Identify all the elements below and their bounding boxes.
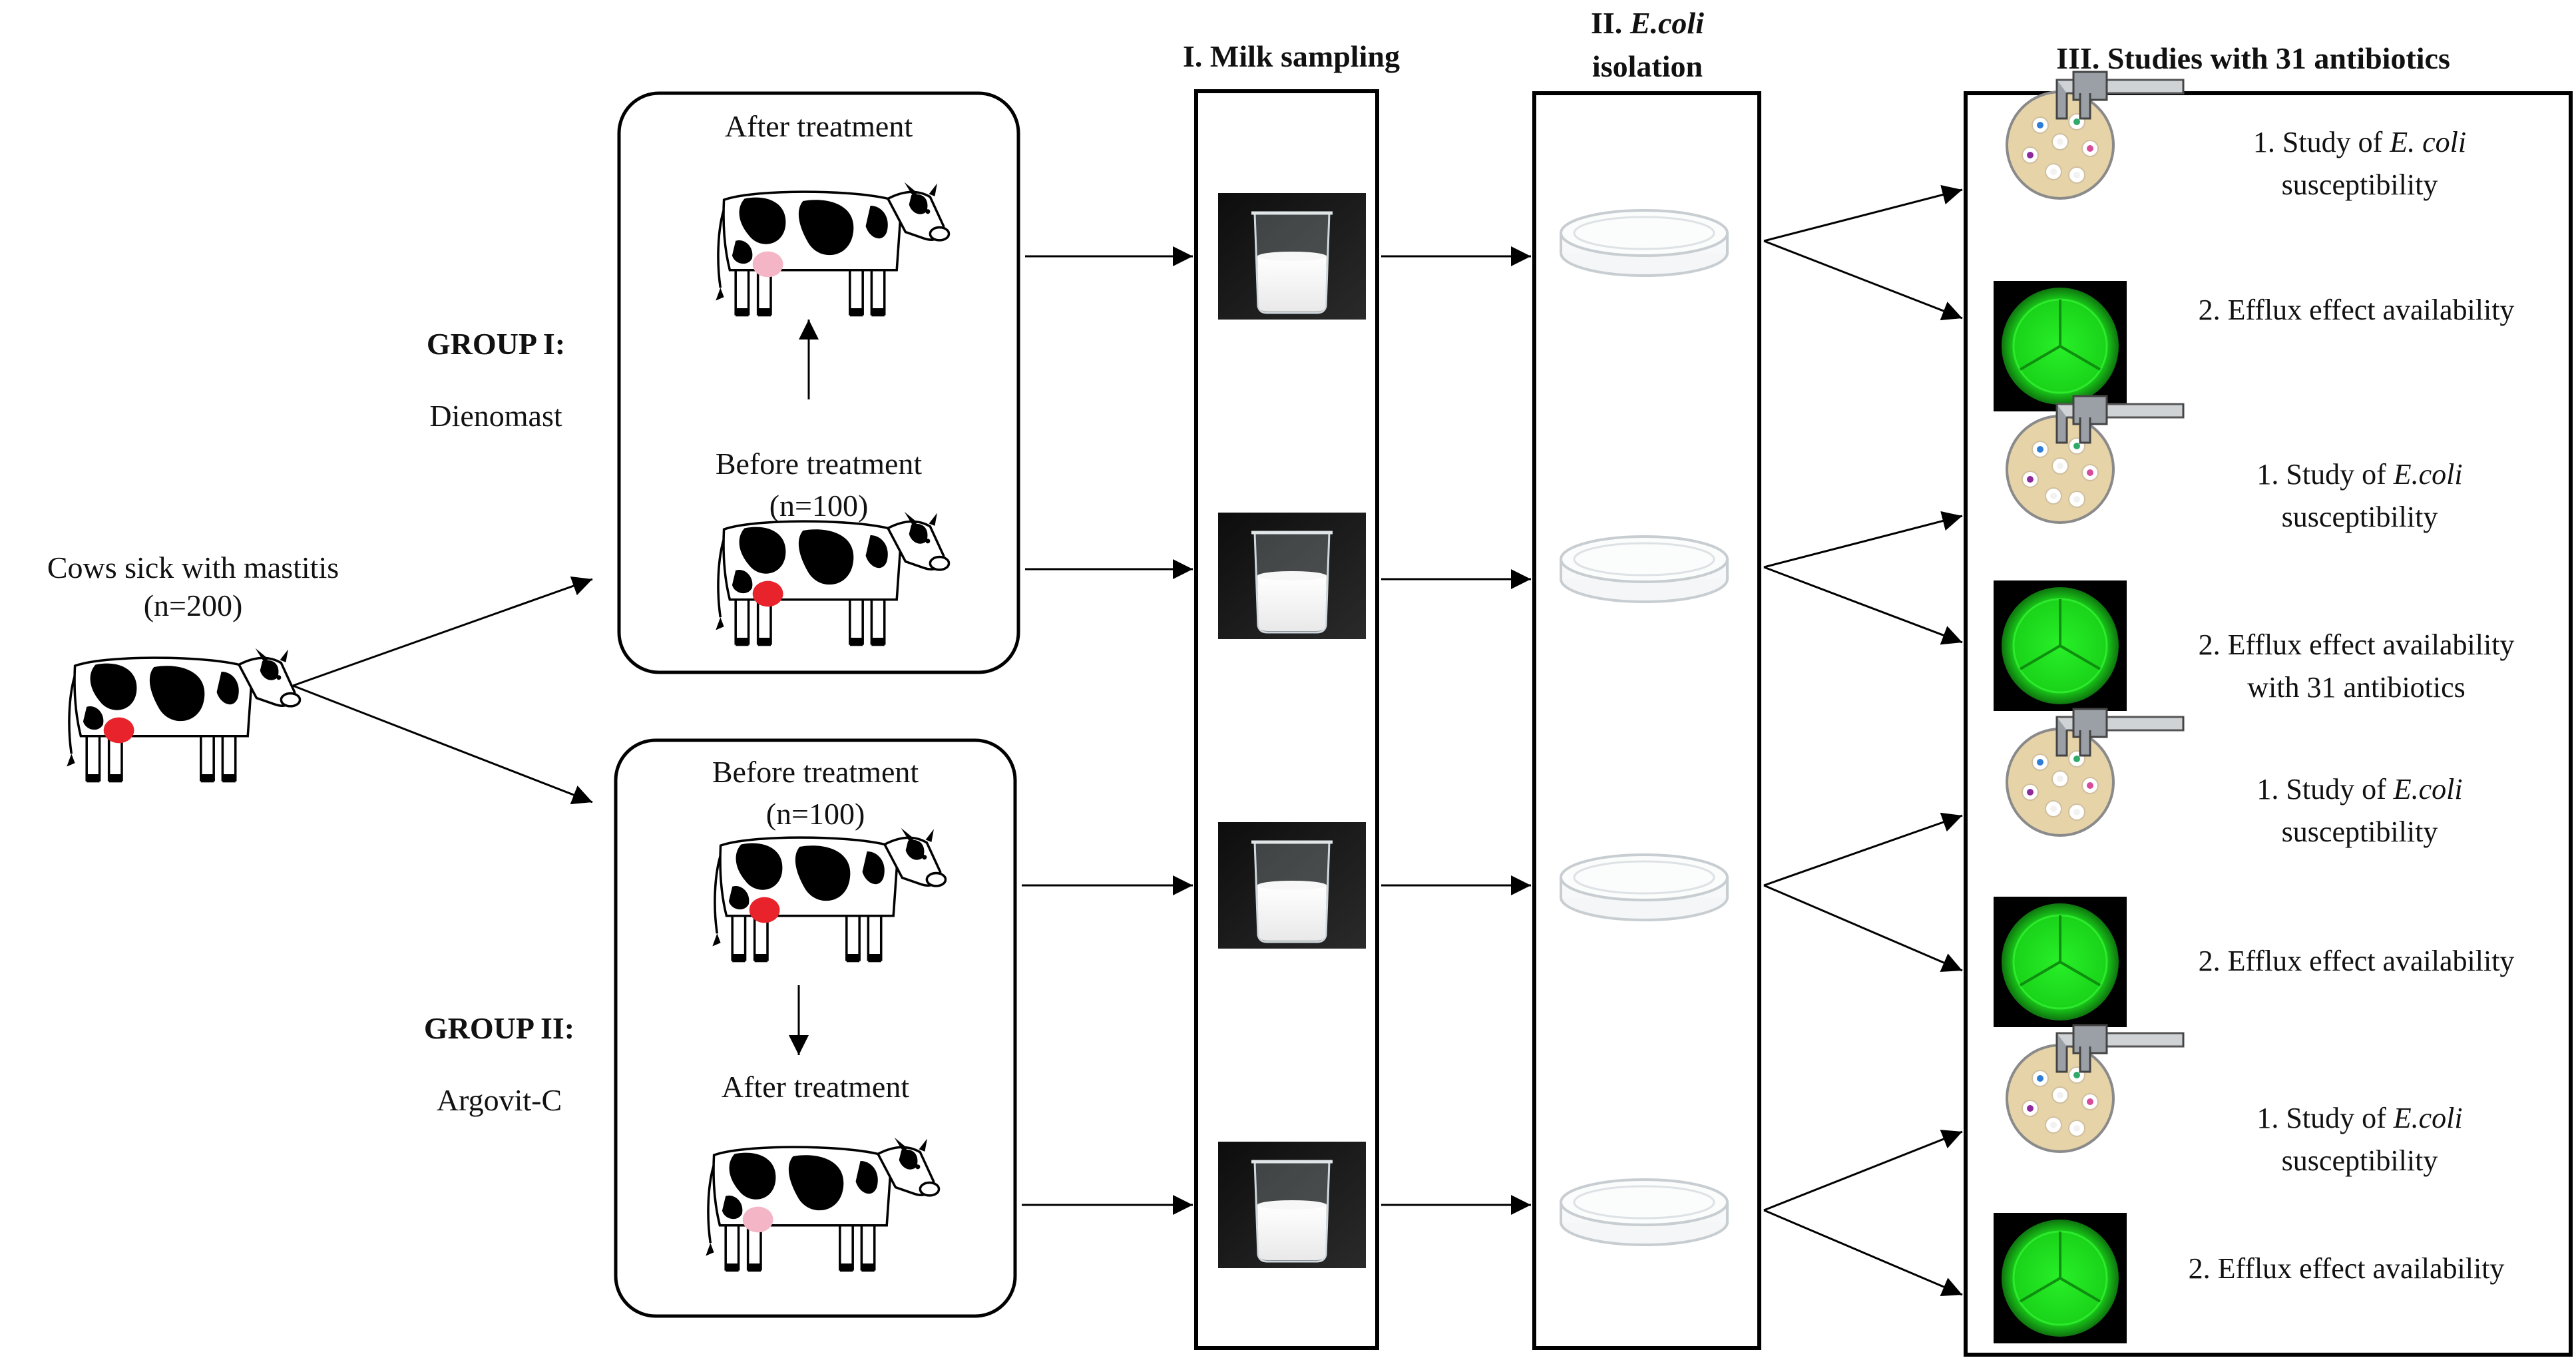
efflux-fluorescence-photo [1994, 580, 2127, 711]
susceptibility-suffix: susceptibility [2282, 1144, 2438, 1177]
efflux-label: 2. Efflux effect availability [2189, 1252, 2505, 1285]
group-2-top-label: Before treatment [712, 755, 919, 789]
group-1-bottom-label: Before treatment [716, 447, 923, 481]
efflux-label: 2. Efflux effect availability [2199, 945, 2515, 977]
agar-plate-caliper-icon [2006, 71, 2185, 200]
group-2-label: GROUP II: [424, 1011, 574, 1045]
susceptibility-suffix: susceptibility [2282, 501, 2438, 533]
susceptibility-prefix: 1. Study of [2253, 126, 2390, 158]
susceptibility-label: 1. Study of E. coli [2253, 126, 2466, 158]
group-1-count: (n=100) [769, 489, 869, 523]
susceptibility-prefix: 1. Study of [2256, 773, 2393, 805]
cow-icon [65, 647, 302, 784]
susceptibility-suffix: susceptibility [2282, 815, 2438, 848]
milk-beaker-photo [1218, 822, 1366, 949]
cow-icon [704, 1136, 941, 1273]
agar-plate-caliper-icon [2006, 395, 2185, 524]
udder-sick [749, 897, 780, 923]
arrow-to-study-4b [1763, 1209, 1963, 1297]
milk-beaker-photo [1218, 513, 1366, 639]
susceptibility-species: E.coli [2393, 773, 2463, 805]
group-2-drug: Argovit-C [437, 1083, 562, 1117]
arrow-to-group-1 [292, 576, 593, 687]
cow-icon [714, 511, 951, 648]
efflux-fluorescence-photo [1994, 1213, 2127, 1343]
susceptibility-species: E. coli [2389, 126, 2466, 158]
studies-column [1964, 91, 2573, 1357]
arrow-to-study-3b [1763, 884, 1963, 972]
udder-sick [752, 580, 783, 607]
petri-dish-icon [1560, 535, 1729, 603]
group-1-label: GROUP I: [427, 327, 565, 361]
susceptibility-prefix: 1. Study of [2256, 1102, 2393, 1134]
susceptibility-prefix: 1. Study of [2256, 458, 2393, 491]
cow-icon [714, 181, 951, 318]
efflux-fluorescence-photo [1994, 897, 2127, 1027]
susceptibility-suffix: susceptibility [2282, 168, 2438, 201]
group-1-top-label: After treatment [725, 109, 913, 143]
stage-isolation-title: II. E.coli [1591, 6, 1704, 40]
petri-dishes [1560, 209, 1729, 1246]
susceptibility-species: E.coli [2393, 458, 2463, 491]
stage-isolation-prefix: II. [1591, 6, 1630, 40]
source-count: (n=200) [144, 588, 243, 622]
udder-sick [103, 717, 134, 744]
milk-beaker-photo [1218, 1142, 1366, 1268]
isolation-column [1532, 91, 1761, 1350]
milk-photos [1218, 193, 1366, 1268]
susceptibility-label: 1. Study of E.coli [2256, 773, 2462, 805]
group-2-bottom-label: After treatment [722, 1070, 909, 1104]
arrow-to-group-2 [292, 684, 593, 805]
susceptibility-label: 1. Study of E.coli [2256, 1102, 2462, 1134]
group-2-count: (n=100) [766, 797, 865, 831]
efflux-label: 2. Efflux effect availability [2199, 294, 2515, 326]
cow-icon [711, 827, 947, 964]
susceptibility-species: E.coli [2393, 1102, 2463, 1134]
study-items: 1. Study of E. coli susceptibility 2. Effl… [1994, 71, 2515, 1343]
agar-plate-caliper-icon [2006, 1024, 2185, 1153]
petri-dish-icon [1560, 209, 1729, 277]
agar-plate-caliper-icon [2006, 708, 2185, 837]
udder-healthy [742, 1206, 773, 1233]
susceptibility-label: 1. Study of E.coli [2256, 458, 2462, 491]
arrow-to-study-2a [1763, 511, 1963, 569]
arrow-to-study-1b [1763, 240, 1963, 321]
stage-isolation-species: E.coli [1629, 6, 1704, 40]
efflux-label-line2: with 31 antibiotics [2247, 671, 2466, 704]
source-title: Cows sick with mastitis [47, 551, 339, 584]
stage-milk-title: I. Milk sampling [1183, 39, 1400, 73]
petri-dish-icon [1560, 853, 1729, 921]
stage-studies-title: III. Studies with 31 antibiotics [2056, 41, 2450, 75]
udder-healthy [752, 251, 783, 278]
arrow-to-study-3a [1763, 812, 1963, 887]
stage-isolation-subtitle: isolation [1592, 49, 1703, 83]
arrow-to-study-1a [1763, 184, 1963, 242]
petri-dish-icon [1560, 1178, 1729, 1246]
efflux-fluorescence-photo [1994, 281, 2127, 411]
milk-beaker-photo [1218, 193, 1366, 320]
group-1-drug: Dienomast [429, 399, 562, 433]
arrow-to-study-2b [1763, 566, 1963, 645]
milk-column [1194, 89, 1379, 1350]
efflux-label: 2. Efflux effect availability [2199, 628, 2515, 661]
arrow-to-study-4a [1763, 1130, 1963, 1212]
study-arrows [1763, 184, 1963, 1297]
